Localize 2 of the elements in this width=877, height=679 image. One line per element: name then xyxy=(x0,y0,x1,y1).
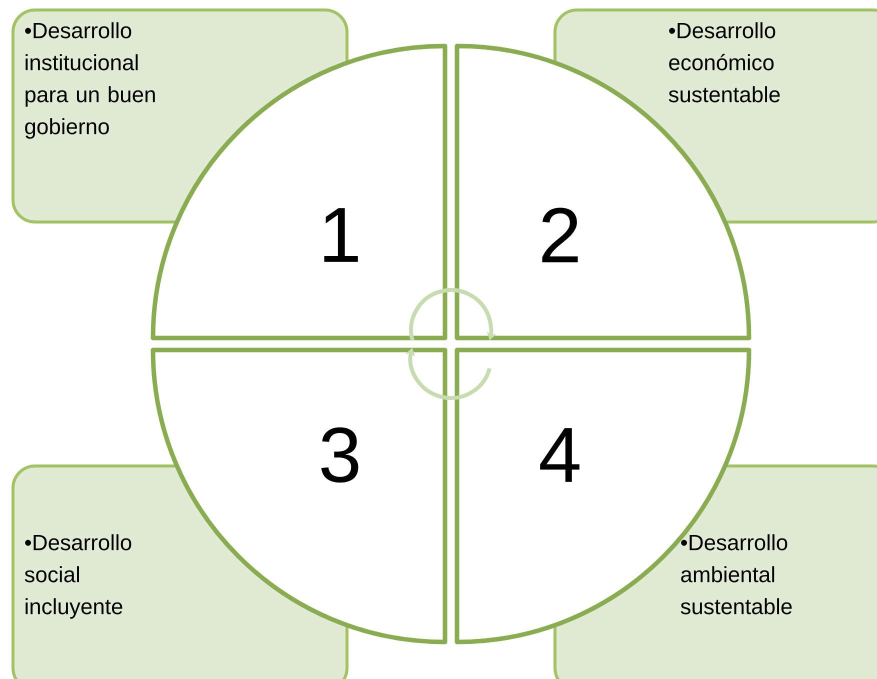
cycle-arrow xyxy=(409,288,497,341)
quadrant: 3 xyxy=(150,348,448,644)
